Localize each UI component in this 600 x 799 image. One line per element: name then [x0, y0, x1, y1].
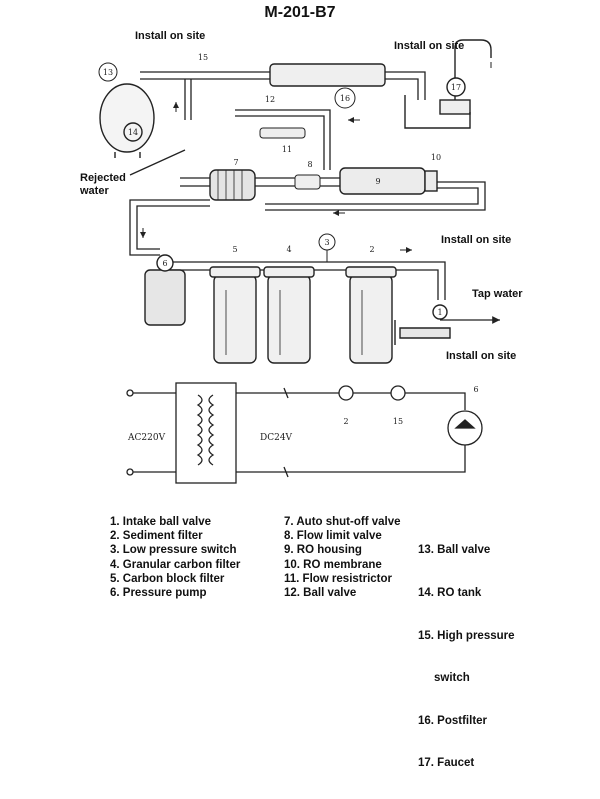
diagram-canvas: M-201-B7: [80, 4, 523, 769]
num-4: 4: [286, 245, 291, 254]
annotation-rejected-water: Rejected water: [80, 172, 126, 197]
dc-label: DC24V: [260, 433, 293, 443]
num-7: 7: [233, 158, 238, 167]
legend-item: 11. Flow resistrictor: [284, 572, 393, 585]
pipe-ro-out-2: [265, 187, 479, 205]
num-5: 5: [232, 245, 237, 254]
pipe-vertical-left: [184, 79, 192, 120]
faucet: [404, 39, 492, 129]
legend-item: 17. Faucet: [418, 757, 475, 770]
legend-item: 2. Sediment filter: [110, 530, 203, 543]
legend-item: 10. RO membrane: [284, 558, 382, 571]
legend-item: 4. Granular carbon filter: [110, 558, 241, 571]
elec-switch-b-number: 15: [393, 417, 403, 426]
num-6: 6: [162, 259, 167, 268]
legend-item: 9. RO housing: [284, 544, 362, 557]
legend-item: 16. Postfilter: [418, 714, 488, 727]
num-13: 13: [103, 68, 113, 77]
pipe-ro-out: [265, 181, 486, 211]
pressure-pump: [144, 254, 186, 326]
num-1: 1: [437, 308, 442, 317]
elec-switch-a-number: 2: [343, 417, 348, 426]
num-12: 12: [265, 95, 275, 104]
num-3: 3: [324, 238, 329, 247]
legend-column-2: 7. Auto shut-off valve 8. Flow limit val…: [284, 515, 401, 600]
pipe-mid: [180, 177, 210, 187]
tap-valve: [394, 304, 451, 345]
num-16: 16: [340, 94, 350, 103]
pipe-to-ro-upper-2: [235, 115, 325, 170]
electrical-circuit: [126, 382, 483, 484]
num-9: 9: [375, 177, 380, 186]
pipe-mid-3: [320, 177, 340, 187]
annotation-install-top-right: Install on site: [394, 40, 465, 52]
legend-column-1: 1. Intake ball valve 2. Sediment filter …: [110, 515, 240, 600]
legend-item: 8. Flow limit valve: [284, 530, 382, 543]
annotation-tap-water: Tap water: [472, 288, 523, 300]
annotation-install-top-left: Install on site: [135, 30, 206, 42]
diagram-title: M-201-B7: [264, 4, 336, 21]
pipe-to-ro-upper: [235, 109, 331, 170]
flow-restrictor: [259, 127, 306, 139]
num-11: 11: [282, 145, 292, 154]
schematic-drawing: [98, 39, 500, 484]
postfilter: [269, 63, 386, 87]
num-10: 10: [431, 153, 441, 162]
ball-valve-13-marker: [98, 62, 118, 82]
ac-label: AC220V: [127, 433, 166, 443]
pipe-rejected: [129, 149, 186, 176]
num-14: 14: [128, 128, 138, 137]
pipe-loop-left: [129, 199, 210, 256]
legend-item: 1. Intake ball valve: [110, 516, 212, 528]
pipe-tap-in: [420, 261, 446, 300]
legend-item: 6. Pressure pump: [110, 586, 207, 599]
pipe-mid-2: [255, 177, 295, 187]
num-15: 15: [198, 53, 208, 62]
auto-shutoff-valve: [209, 169, 256, 201]
pipe-postfilter-out: [385, 71, 426, 100]
pipe-loop-left-2: [136, 205, 210, 250]
legend-item: 5. Carbon block filter: [110, 572, 225, 585]
ro-tank: [99, 83, 155, 158]
annotation-install-mid-right: Install on site: [441, 234, 512, 246]
legend-column-3: 13. Ball valve 14. RO tank 15. High pres…: [418, 515, 515, 799]
legend-item: 12. Ball valve: [284, 586, 357, 599]
filter-housings: [209, 266, 397, 364]
component-numbers: 13 14 15 16 17 12 11 7 8 9 10 6 5 4 3 2 …: [103, 53, 479, 443]
elec-pump-number: 6: [473, 385, 478, 394]
ro-housing: [339, 167, 438, 195]
legend-item: 14. RO tank: [418, 587, 482, 599]
num-8: 8: [307, 160, 312, 169]
num-2: 2: [369, 245, 374, 254]
num-17: 17: [451, 83, 461, 92]
flow-limit-valve: [294, 174, 321, 190]
legend-item: 15. High pressure: [418, 629, 515, 642]
legend-item: switch: [418, 672, 470, 685]
legend-item: 3. Low pressure switch: [110, 544, 237, 557]
legend-item: 7. Auto shut-off valve: [284, 516, 401, 528]
annotation-install-bottom-right: Install on site: [446, 350, 517, 362]
pipe-postfilter-out-2: [385, 78, 419, 100]
legend-item: 13. Ball valve: [418, 544, 491, 557]
